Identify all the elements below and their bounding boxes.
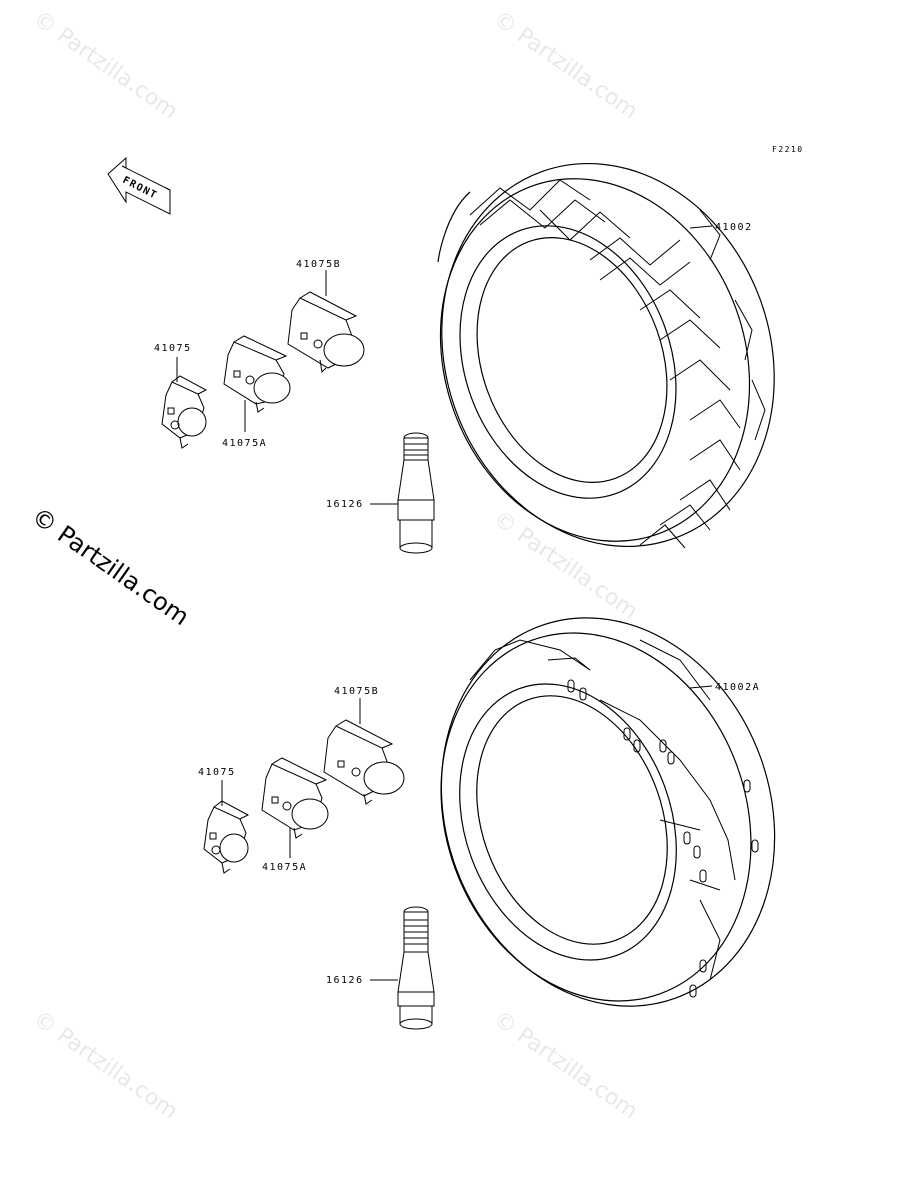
watermark: © Partzilla.com bbox=[29, 1006, 182, 1124]
part-label-41075b: 41075B bbox=[296, 259, 341, 270]
balance-weight-41075 bbox=[203, 800, 250, 874]
part-label-41002: 41002 bbox=[715, 222, 753, 233]
balance-weight-41075b bbox=[323, 719, 405, 805]
leader-line bbox=[689, 685, 713, 689]
watermark: © Partzilla.com bbox=[489, 1006, 642, 1124]
tread-pattern bbox=[469, 179, 766, 549]
part-label-41075a: 41075A bbox=[262, 862, 307, 873]
part-label-41075: 41075 bbox=[154, 343, 192, 354]
upper-group: 41002 41075B 41075A bbox=[154, 162, 775, 554]
watermark: © Partzilla.com bbox=[29, 6, 182, 124]
balance-weight-41075a bbox=[223, 335, 291, 413]
part-label-41075a: 41075A bbox=[222, 438, 267, 449]
watermarks: © Partzilla.com © Partzilla.com © Partzi… bbox=[27, 6, 642, 1124]
part-label-41075b: 41075B bbox=[334, 686, 379, 697]
part-label-16126: 16126 bbox=[326, 499, 364, 510]
leader-line bbox=[689, 225, 713, 229]
watermark-main: © Partzilla.com bbox=[27, 502, 195, 631]
tread-pattern bbox=[469, 639, 759, 998]
part-label-41002a: 41002A bbox=[715, 682, 760, 693]
diagram-code: F2210 bbox=[772, 145, 804, 154]
rear-tire-41002 bbox=[437, 162, 775, 549]
balance-weight-41075 bbox=[161, 375, 208, 449]
lower-group: 41002A 41075B 41075A bbox=[198, 617, 776, 1030]
front-arrow-icon: FRONT bbox=[107, 156, 171, 215]
watermark: © Partzilla.com bbox=[489, 6, 642, 124]
front-tire-41002a bbox=[440, 617, 776, 1007]
part-label-16126: 16126 bbox=[326, 975, 364, 986]
valve-stem-16126 bbox=[397, 432, 435, 554]
valve-stem-16126 bbox=[397, 906, 435, 1030]
balance-weight-41075b bbox=[287, 291, 365, 374]
balance-weight-41075a bbox=[261, 757, 329, 839]
part-label-41075: 41075 bbox=[198, 767, 236, 778]
watermark: © Partzilla.com bbox=[489, 506, 642, 624]
